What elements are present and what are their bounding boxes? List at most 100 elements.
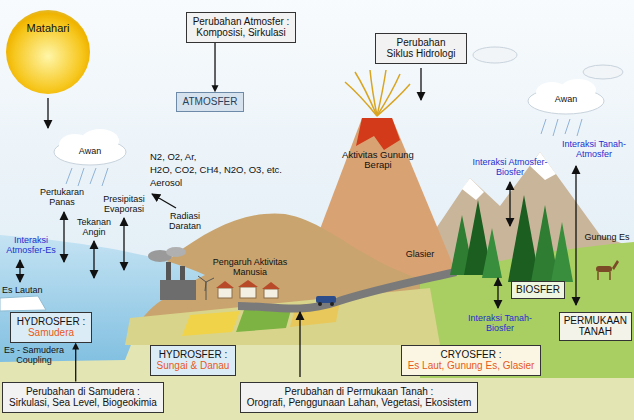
node-text: ATMOSFER — [183, 96, 238, 108]
node-text: CRYOSFER : — [408, 349, 535, 361]
process-arrow — [63, 212, 64, 262]
component-box: Perubahan di Samudera :Sirkulasi, Sea Le… — [2, 382, 164, 413]
node-text: Perubahan Siklus Hidrologi — [382, 37, 460, 60]
process-arrow — [20, 68, 576, 377]
road — [238, 272, 456, 309]
cloud — [583, 65, 623, 79]
deer — [597, 272, 599, 280]
town — [198, 276, 214, 291]
rain — [553, 119, 558, 136]
annotation-label: Es Lautan — [2, 286, 43, 296]
node-text: Komposisi, Sirkulasi — [193, 27, 290, 39]
town — [218, 288, 232, 298]
volcano — [356, 118, 400, 150]
node-text: Perubahan di Samudera : — [9, 386, 157, 398]
node-text: BIOSFER — [516, 284, 560, 296]
process-arrow — [575, 166, 576, 305]
node-text: HYDROSFER : — [17, 316, 85, 328]
connector-arrow — [72, 343, 79, 382]
volcano — [345, 70, 410, 116]
rain — [90, 168, 96, 184]
town — [318, 302, 322, 306]
rain — [66, 168, 72, 184]
fields — [182, 311, 240, 336]
node-text: Matahari — [12, 22, 84, 35]
connector-line — [75, 349, 76, 382]
volcano — [377, 84, 410, 116]
node-text: Es Laut, Gunung Es, Glasier — [408, 360, 535, 372]
annotation-label: Radiasi Daratan — [163, 212, 207, 232]
town — [240, 287, 256, 298]
connector-line — [214, 43, 215, 87]
annotation-label: N2, O2, Ar, — [150, 152, 196, 162]
node-text: PERMUKAAN TANAH — [564, 315, 627, 338]
volcano — [370, 70, 377, 116]
annotation-label: Pengaruh Aktivitas Manusia — [208, 258, 292, 278]
arrow-head — [212, 85, 219, 92]
annotation-label: Awan — [555, 95, 577, 105]
rain — [102, 168, 108, 186]
node-text: Sirkulasi, Sea Level, Biogeokimia — [9, 397, 157, 409]
town — [166, 262, 171, 280]
trees — [450, 195, 573, 282]
cloud — [473, 47, 517, 63]
annotation-label: Awan — [79, 147, 101, 157]
annotation-label: Interaksi Atmosfer-Es — [2, 236, 60, 256]
component-box: Perubahan di Permukaan Tanah :Orografi, … — [240, 382, 479, 413]
component-box: Perubahan Atmosfer :Komposisi, Sirkulasi — [186, 12, 297, 43]
annotation-label: Interaksi Tanah-Biosfer — [467, 314, 533, 334]
annotation-label: Presipitasi Evaporasi — [97, 195, 151, 215]
annotation-label: Es - Samudera Coupling — [2, 346, 66, 366]
town — [264, 289, 278, 298]
town — [160, 280, 196, 300]
town — [316, 296, 336, 303]
annotation-label: Pertukaran Panas — [36, 188, 88, 208]
process-arrow — [47, 98, 48, 128]
mountain — [462, 152, 556, 200]
rain — [577, 119, 582, 136]
process-arrow — [299, 312, 300, 377]
node-text: Perubahan Atmosfer : — [193, 16, 290, 28]
process-arrow — [509, 182, 510, 226]
deer — [609, 272, 611, 280]
ocean — [0, 296, 46, 311]
town — [148, 247, 336, 306]
town — [166, 247, 186, 257]
sun-circle: Matahari — [6, 10, 90, 94]
component-box: BIOSFER — [511, 281, 565, 299]
process-arrow — [123, 218, 124, 270]
process-arrow — [152, 194, 176, 208]
rain — [541, 119, 546, 134]
annotation-label: Aktivitas Gunung Berapi — [342, 150, 414, 171]
rain — [565, 119, 570, 134]
component-box: CRYOSFER :Es Laut, Gunung Es, Glasier — [401, 345, 542, 376]
annotation-label: Glasier — [406, 250, 435, 260]
volcano — [377, 74, 400, 116]
rain — [66, 119, 582, 186]
town — [238, 280, 258, 287]
process-arrow — [420, 68, 421, 100]
node-text: Orografi, Penggunaan Lahan, Vegetasi, Ek… — [247, 397, 472, 409]
arrow-head — [72, 343, 79, 350]
deer — [596, 260, 619, 280]
component-box: Perubahan Siklus Hidrologi — [375, 33, 467, 64]
town — [262, 282, 280, 289]
component-box: PERMUKAAN TANAH — [559, 312, 632, 341]
annotation-label: Aerosol — [150, 178, 182, 188]
node-text: HYDROSFER : — [157, 349, 230, 361]
node-text: Samudera — [17, 327, 85, 339]
annotation-label: H2O, CO2, CH4, N2O, O3, etc. — [150, 165, 282, 175]
town — [180, 266, 185, 280]
component-box: HYDROSFER :Samudera — [10, 312, 92, 343]
trees — [551, 222, 573, 282]
component-box: ATMOSFER — [176, 92, 245, 112]
town — [330, 302, 334, 306]
trees — [482, 228, 502, 278]
node-text: Sungai & Danau — [157, 360, 230, 372]
connector-arrow — [212, 43, 219, 93]
deer — [596, 266, 612, 272]
process-arrow — [93, 241, 94, 278]
